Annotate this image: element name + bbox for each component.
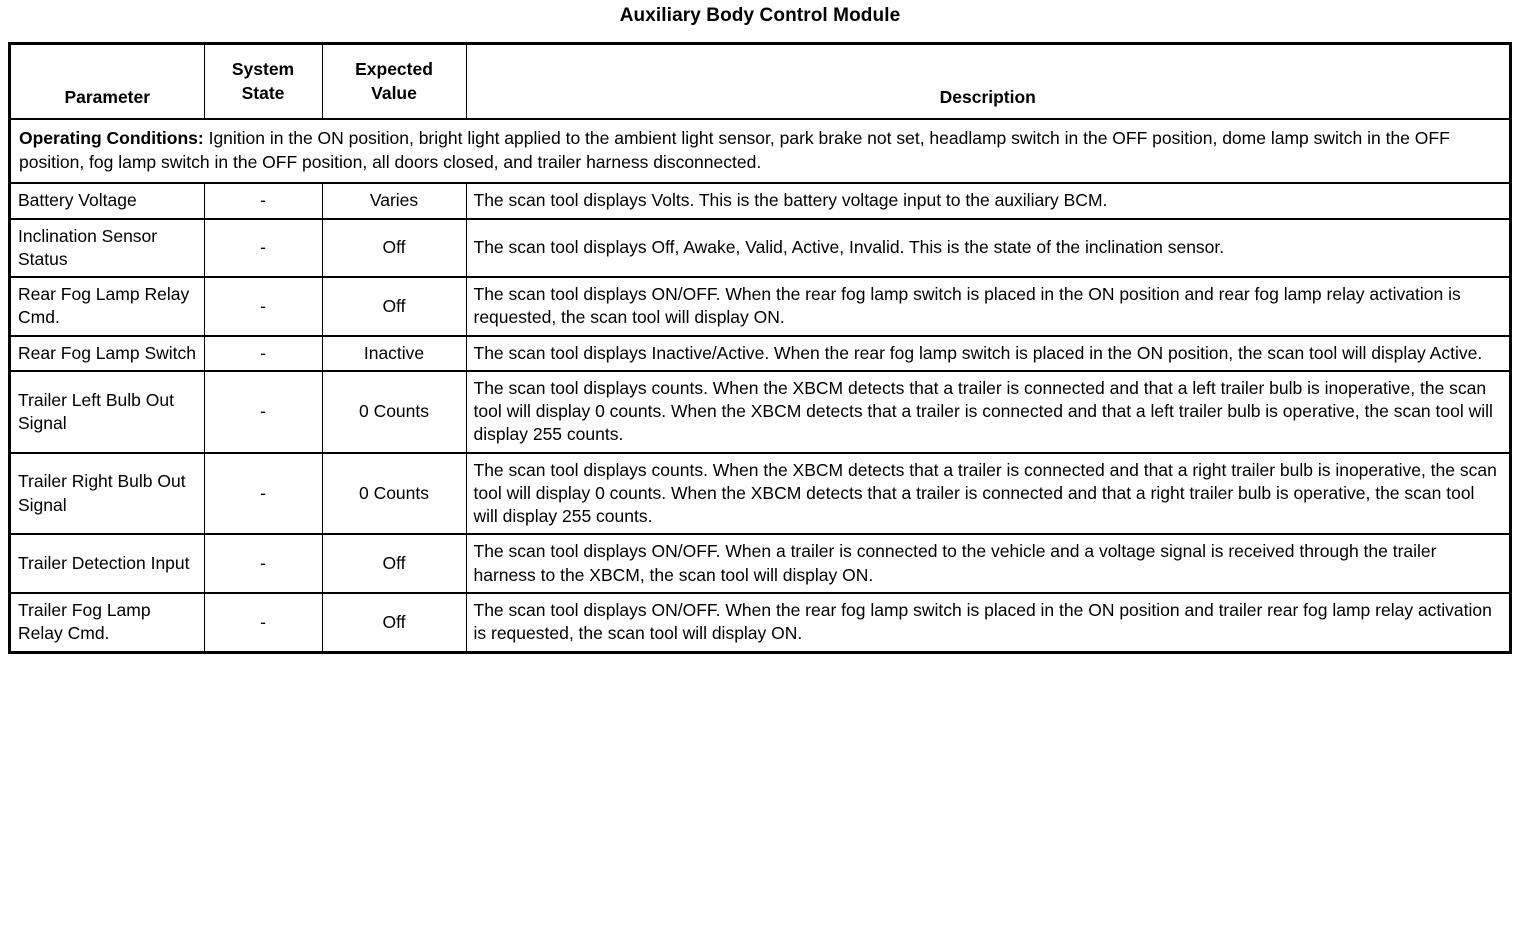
cell-parameter: Inclination Sensor Status — [11, 217, 205, 279]
cell-parameter: Battery Voltage — [11, 182, 205, 220]
cell-description: The scan tool displays counts. When the … — [465, 369, 1509, 454]
cell-system-state: - — [203, 334, 323, 372]
cell-description: The scan tool displays ON/OFF. When the … — [465, 592, 1509, 651]
column-header-description: Description — [465, 45, 1509, 120]
cell-expected-value: Varies — [321, 182, 467, 220]
cell-expected-value: Off — [321, 592, 467, 651]
column-header-expected-value-line1: Expected — [355, 59, 433, 80]
header-row: Parameter System State Expected Value De… — [11, 45, 1509, 120]
cell-parameter: Trailer Fog Lamp Relay Cmd. — [11, 592, 205, 651]
cell-expected-value: Off — [321, 276, 467, 337]
cell-parameter: Trailer Right Bulb Out Signal — [11, 451, 205, 536]
cell-parameter: Trailer Left Bulb Out Signal — [11, 369, 205, 454]
parameter-specification-table: Parameter System State Expected Value De… — [11, 45, 1509, 651]
cell-parameter: Rear Fog Lamp Switch — [11, 334, 205, 372]
cell-system-state: - — [203, 217, 323, 279]
spec-table-container: Parameter System State Expected Value De… — [8, 42, 1512, 654]
cell-system-state: - — [203, 451, 323, 536]
cell-parameter: Rear Fog Lamp Relay Cmd. — [11, 276, 205, 337]
cell-expected-value: Off — [321, 533, 467, 594]
cell-description: The scan tool displays counts. When the … — [465, 451, 1509, 536]
column-header-system-state: System State — [203, 45, 323, 120]
column-header-expected-value: Expected Value — [321, 45, 467, 120]
column-header-system-state-line1: System — [231, 59, 295, 80]
cell-description: The scan tool displays ON/OFF. When a tr… — [465, 533, 1509, 594]
cell-expected-value: 0 Counts — [321, 451, 467, 536]
cell-description: The scan tool displays Inactive/Active. … — [465, 334, 1509, 372]
column-header-parameter: Parameter — [11, 45, 205, 120]
cell-parameter: Trailer Detection Input — [11, 533, 205, 594]
operating-conditions-text: Ignition in the ON position, bright ligh… — [19, 128, 1450, 173]
page-title: Auxiliary Body Control Module — [619, 5, 901, 26]
table-body: Operating Conditions: Ignition in the ON… — [11, 117, 1509, 651]
operating-conditions-row: Operating Conditions: Ignition in the ON… — [11, 117, 1509, 185]
operating-conditions-label: Operating Conditions: — [19, 128, 204, 148]
cell-description: The scan tool displays ON/OFF. When the … — [465, 276, 1509, 337]
cell-system-state: - — [203, 276, 323, 337]
cell-description: The scan tool displays Off, Awake, Valid… — [465, 217, 1509, 279]
operating-conditions-cell: Operating Conditions: Ignition in the ON… — [11, 117, 1509, 185]
table-header: Parameter System State Expected Value De… — [11, 45, 1509, 120]
cell-system-state: - — [203, 533, 323, 594]
cell-expected-value: Off — [321, 217, 467, 279]
cell-system-state: - — [203, 182, 323, 220]
cell-description: The scan tool displays Volts. This is th… — [465, 182, 1509, 220]
cell-system-state: - — [203, 369, 323, 454]
cell-system-state: - — [203, 592, 323, 651]
cell-expected-value: 0 Counts — [321, 369, 467, 454]
column-header-expected-value-line2: Value — [371, 82, 417, 103]
column-header-system-state-line2: State — [241, 82, 285, 103]
cell-expected-value: Inactive — [321, 334, 467, 372]
